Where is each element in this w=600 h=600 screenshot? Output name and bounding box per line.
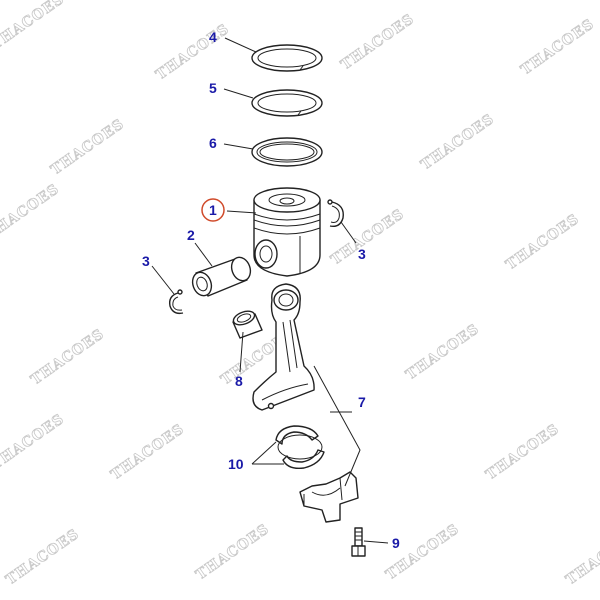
callout-3-right[interactable]: 3 <box>358 246 366 262</box>
callout-9[interactable]: 9 <box>392 535 400 551</box>
callout-2[interactable]: 2 <box>187 227 195 243</box>
callout-3-left[interactable]: 3 <box>142 253 150 269</box>
callout-5[interactable]: 5 <box>209 80 217 96</box>
watermark: THACOES <box>193 521 272 583</box>
piston-ring-top[interactable] <box>251 44 323 72</box>
callout-4[interactable]: 4 <box>209 29 217 45</box>
leader-4 <box>224 37 257 53</box>
highlight-circle <box>201 198 225 222</box>
watermark: THACOES <box>518 16 597 78</box>
leader-3-right <box>340 221 357 244</box>
watermark: THACOES <box>403 321 482 383</box>
leader-2 <box>194 242 213 267</box>
watermark: THACOES <box>3 526 82 588</box>
oil-ring[interactable] <box>251 137 323 167</box>
leader-1 <box>226 210 257 214</box>
piston[interactable] <box>253 187 321 277</box>
watermark: THACOES <box>0 411 67 473</box>
watermark: THACOES <box>153 21 232 83</box>
leader-6 <box>223 143 254 150</box>
watermark: THACOES <box>503 211 582 273</box>
watermark: THACOES <box>28 326 107 388</box>
leader-9 <box>363 540 389 544</box>
callout-10[interactable]: 10 <box>228 456 244 472</box>
piston-pin[interactable] <box>189 255 253 299</box>
snap-ring-right[interactable] <box>327 199 344 228</box>
leader-3-left <box>151 265 175 295</box>
watermark: THACOES <box>0 0 67 53</box>
leader-7 <box>313 365 361 487</box>
watermark: THACOES <box>383 521 462 583</box>
snap-ring-left[interactable] <box>168 289 184 315</box>
leader-8 <box>239 331 244 373</box>
connecting-rod[interactable] <box>252 283 315 411</box>
watermark: THACOES <box>338 11 417 73</box>
callout-7[interactable]: 7 <box>358 394 366 410</box>
watermark: THACOES <box>563 526 600 588</box>
piston-ring-second[interactable] <box>251 89 323 117</box>
leader-lines <box>151 37 389 544</box>
watermark: THACOES <box>108 421 187 483</box>
callout-6[interactable]: 6 <box>209 135 217 151</box>
watermark: THACOES <box>418 111 497 173</box>
connecting-rod-cap[interactable] <box>299 471 359 523</box>
callout-8[interactable]: 8 <box>235 373 243 389</box>
callout-1[interactable]: 1 <box>209 202 217 218</box>
callout-labels: 4 5 6 1 2 3 3 8 7 10 9 <box>142 29 400 551</box>
connecting-rod-bearing[interactable] <box>275 425 325 470</box>
connecting-rod-bolt[interactable] <box>351 527 366 557</box>
leader-5 <box>223 88 254 99</box>
watermark: THACOES <box>48 116 127 178</box>
watermark: THACOES <box>483 421 562 483</box>
connecting-rod-bushing[interactable] <box>232 309 263 339</box>
leader-10 <box>251 441 284 465</box>
watermark: THACOES <box>0 181 62 243</box>
